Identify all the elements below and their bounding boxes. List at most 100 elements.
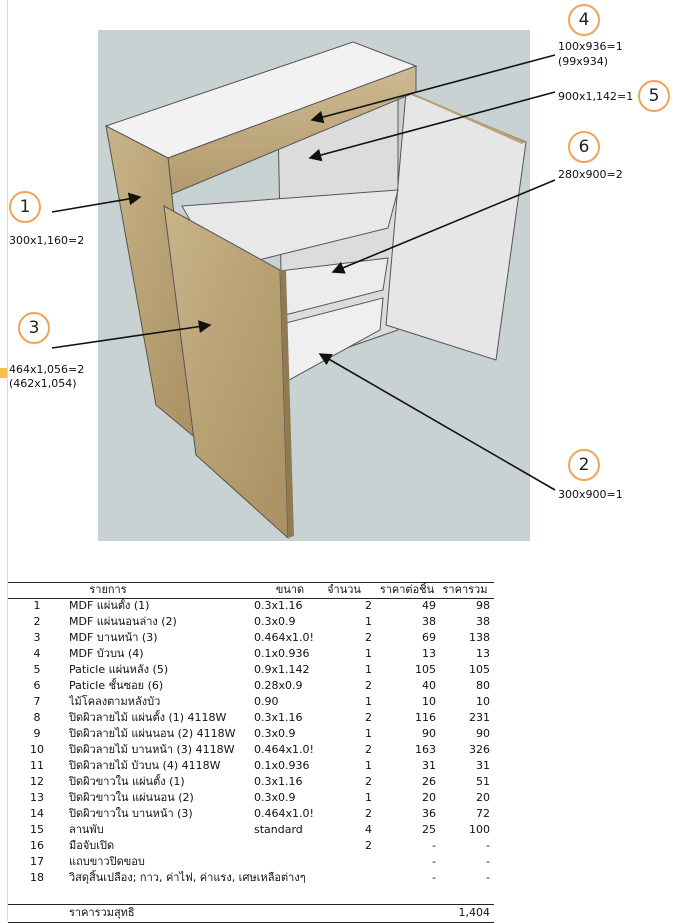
cell-total: - xyxy=(486,871,490,884)
callout-6-dimension: 280x900=2 xyxy=(558,168,623,181)
callout-4-dimension-alt: (99x934) xyxy=(558,55,609,68)
cell-no: 3 xyxy=(33,631,41,644)
cell-no: 7 xyxy=(33,695,41,708)
callout-4-dimension: 100x936=1 xyxy=(558,40,623,53)
total-top-border xyxy=(8,904,494,905)
callout-4-badge: 4 xyxy=(568,4,600,36)
cell-unit-price: 40 xyxy=(422,679,436,692)
cell-no: 12 xyxy=(30,775,44,788)
callout-3-badge: 3 xyxy=(18,312,50,344)
cell-total: 31 xyxy=(476,759,490,772)
cell-total: 100 xyxy=(469,823,490,836)
cell-unit-price: 20 xyxy=(422,791,436,804)
cell-total: 51 xyxy=(476,775,490,788)
cell-total: 38 xyxy=(476,615,490,628)
cell-unit-price: 49 xyxy=(422,599,436,612)
cell-size: 0.3x1.16 xyxy=(254,775,303,788)
cell-unit-price: 69 xyxy=(422,631,436,644)
callout-1-dimension: 300x1,160=2 xyxy=(9,234,85,247)
cell-no: 10 xyxy=(30,743,44,756)
cell-item: ปิดผิวขาวใน บานหน้า (3) xyxy=(69,807,193,820)
cell-size: 0.90 xyxy=(254,695,279,708)
cell-qty: 2 xyxy=(365,599,372,612)
selected-row-marker xyxy=(0,368,7,378)
callout-6-badge: 6 xyxy=(568,131,600,163)
cell-qty: 1 xyxy=(365,615,372,628)
cell-no: 13 xyxy=(30,791,44,804)
cell-qty: 1 xyxy=(365,695,372,708)
cell-unit-price: 163 xyxy=(415,743,436,756)
cell-no: 1 xyxy=(33,599,41,612)
cell-size: standard xyxy=(254,823,303,836)
cabinet-drawing xyxy=(98,30,530,541)
cell-size: 0.464x1.0! xyxy=(254,807,314,820)
cell-no: 14 xyxy=(30,807,44,820)
cell-no: 2 xyxy=(33,615,41,628)
cell-unit-price: - xyxy=(432,839,436,852)
cell-total: 326 xyxy=(469,743,490,756)
table-spacer-row xyxy=(8,886,494,904)
cell-qty: 2 xyxy=(365,631,372,644)
cell-total: - xyxy=(486,839,490,852)
cell-total: 105 xyxy=(469,663,490,676)
cell-item: ปิดผิวลายไม้ แผ่นนอน (2) 4118W xyxy=(69,727,236,740)
cell-no: 17 xyxy=(30,855,44,868)
cell-qty: 4 xyxy=(365,823,372,836)
cell-unit-price: - xyxy=(432,871,436,884)
cell-no: 4 xyxy=(33,647,41,660)
header-item: รายการ xyxy=(89,583,127,596)
cell-qty: 1 xyxy=(365,727,372,740)
cell-item: ปิดผิวลายไม้ บัวบน (4) 4118W xyxy=(69,759,221,772)
cell-unit-price: 38 xyxy=(422,615,436,628)
cell-no: 18 xyxy=(30,871,44,884)
sheet-gridline xyxy=(7,0,8,921)
cell-item: Paticle ชั้นซอย (6) xyxy=(69,679,164,692)
cell-size: 0.3x1.16 xyxy=(254,599,303,612)
cell-no: 6 xyxy=(33,679,41,692)
header-size: ขนาด xyxy=(275,583,305,596)
cell-unit-price: 26 xyxy=(422,775,436,788)
cell-unit-price: - xyxy=(432,855,436,868)
cell-total: 20 xyxy=(476,791,490,804)
cell-total: 138 xyxy=(469,631,490,644)
right-door xyxy=(385,91,527,361)
cell-item: ปิดผิวขาวใน แผ่นนอน (2) xyxy=(69,791,194,804)
cell-size: 0.9x1.142 xyxy=(254,663,310,676)
cell-qty: 2 xyxy=(365,775,372,788)
cell-qty: 2 xyxy=(365,839,372,852)
cell-unit-price: 13 xyxy=(422,647,436,660)
cell-total: 80 xyxy=(476,679,490,692)
cell-qty: 1 xyxy=(365,647,372,660)
table-top-border xyxy=(8,582,494,583)
cell-unit-price: 105 xyxy=(415,663,436,676)
cell-size: 0.3x1.16 xyxy=(254,711,303,724)
cell-unit-price: 25 xyxy=(422,823,436,836)
cell-unit-price: 10 xyxy=(422,695,436,708)
cell-item: MDF บานหน้า (3) xyxy=(69,631,158,644)
callout-5-badge: 5 xyxy=(638,80,670,112)
cabinet-illustration xyxy=(104,41,527,540)
table-header-row: รายการ ขนาด จำนวน ราคาต่อชิ้น ราคารวม xyxy=(8,582,494,598)
cell-total: 13 xyxy=(476,647,490,660)
cell-size: 0.3x0.9 xyxy=(254,791,296,804)
callout-3-dimension-alt: (462x1,054) xyxy=(9,377,77,390)
cell-item: MDF บัวบน (4) xyxy=(69,647,144,660)
cell-no: 8 xyxy=(33,711,41,724)
cell-item: MDF แผ่นตั้ง (1) xyxy=(69,599,150,612)
cell-total: 90 xyxy=(476,727,490,740)
